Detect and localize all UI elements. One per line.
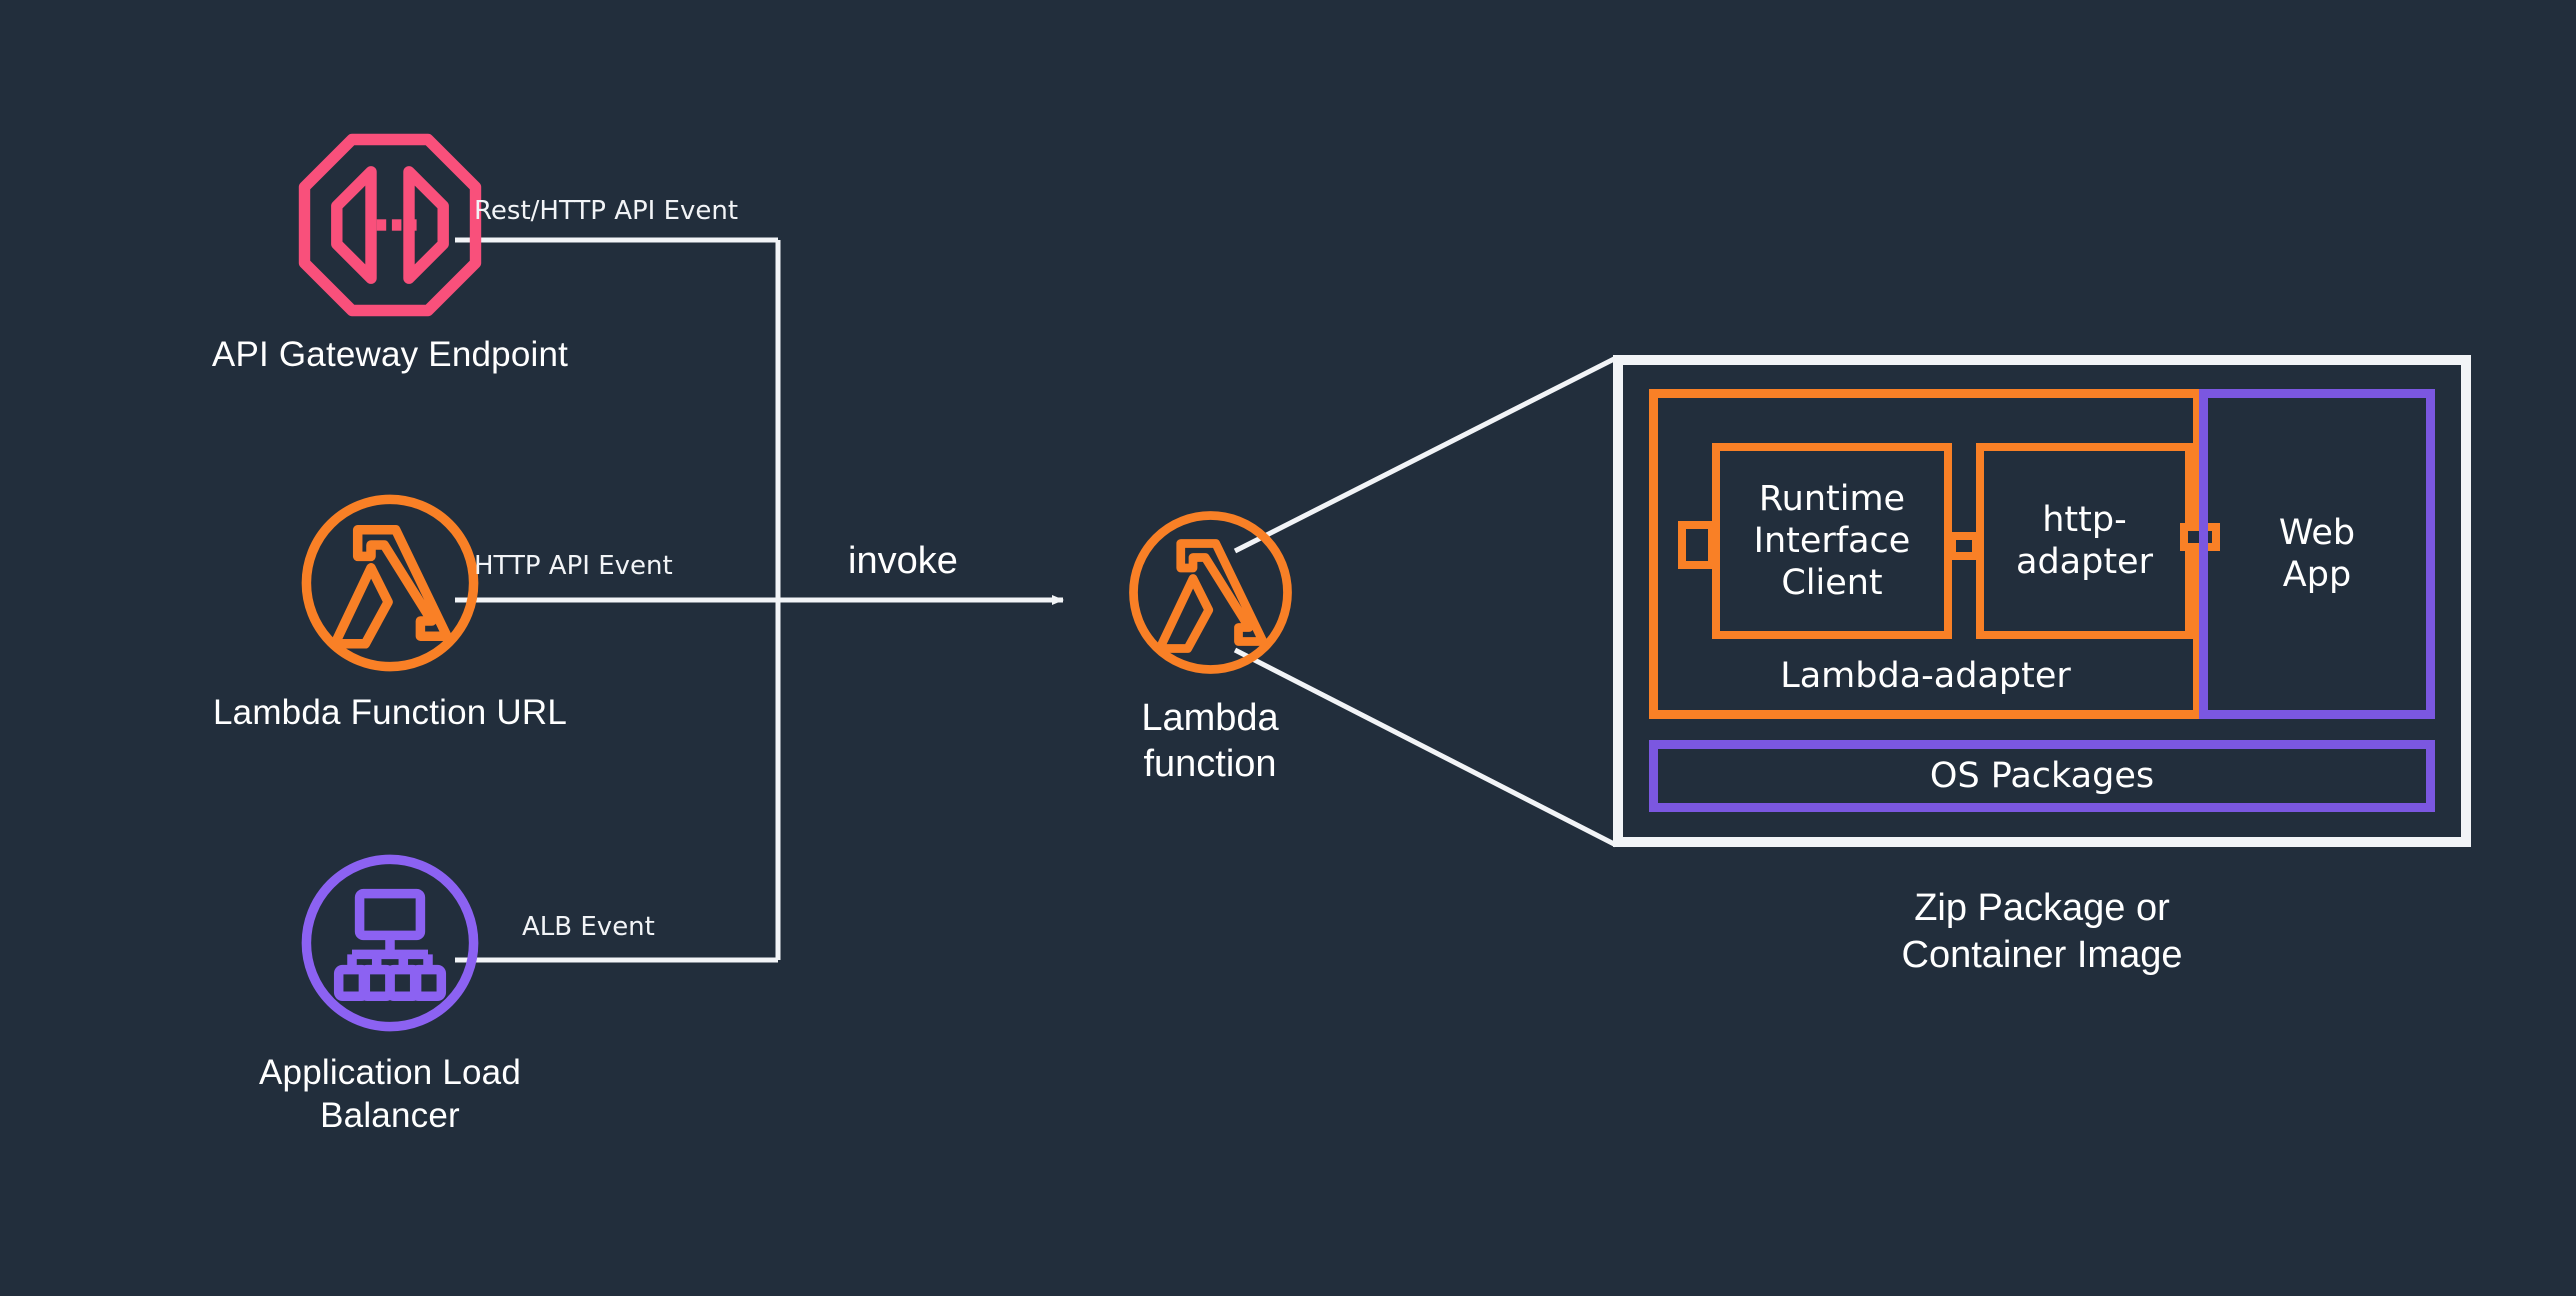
package-top-row: Runtime Interface Client http- adapter L… <box>1649 389 2435 719</box>
api-gateway-octagon-icon <box>295 130 485 320</box>
os-packages-label: OS Packages <box>1929 756 2155 796</box>
lambda-adapter-label: Lambda-adapter <box>1780 656 2071 696</box>
http-adapter-box[interactable]: http- adapter <box>1976 443 2193 639</box>
node-api-gateway-endpoint[interactable]: API Gateway Endpoint <box>160 130 620 377</box>
node-caption: Application Load Balancer <box>258 1053 521 1135</box>
lambda-circle-icon <box>1123 505 1298 680</box>
connector-tab-middle <box>1948 532 1980 560</box>
web-app-label: Web App <box>2278 513 2356 595</box>
edge-label-alb-event: ALB Event <box>522 912 655 942</box>
http-adapter-label: http- adapter <box>2016 500 2153 582</box>
web-app-box[interactable]: Web App <box>2199 389 2435 719</box>
runtime-interface-client-label: Runtime Interface Client <box>1753 479 1911 603</box>
os-packages-box[interactable]: OS Packages <box>1649 740 2435 812</box>
edge-label-http-api-event: HTTP API Event <box>474 551 673 581</box>
package-caption: Zip Package or Container Image <box>1901 887 2183 977</box>
runtime-interface-client-box[interactable]: Runtime Interface Client <box>1712 443 1952 639</box>
node-caption: Lambda function <box>1141 697 1279 785</box>
node-caption: API Gateway Endpoint <box>211 335 569 374</box>
node-lambda-function-url[interactable]: Lambda Function URL <box>160 488 620 735</box>
connector-tab-left <box>1678 521 1716 569</box>
node-lambda-function[interactable]: Lambda function <box>1040 505 1380 787</box>
lambda-adapter-box[interactable]: Runtime Interface Client http- adapter L… <box>1649 389 2202 719</box>
package-inner: Runtime Interface Client http- adapter L… <box>1623 365 2461 837</box>
node-caption: Lambda Function URL <box>213 693 567 732</box>
node-application-load-balancer[interactable]: Application Load Balancer <box>160 848 620 1137</box>
edge-label-invoke: invoke <box>848 540 958 582</box>
load-balancer-circle-icon <box>295 848 485 1038</box>
edge-label-rest-http-api-event: Rest/HTTP API Event <box>474 196 739 226</box>
zip-package-container: Runtime Interface Client http- adapter L… <box>1613 355 2471 847</box>
lambda-circle-icon <box>295 488 485 678</box>
